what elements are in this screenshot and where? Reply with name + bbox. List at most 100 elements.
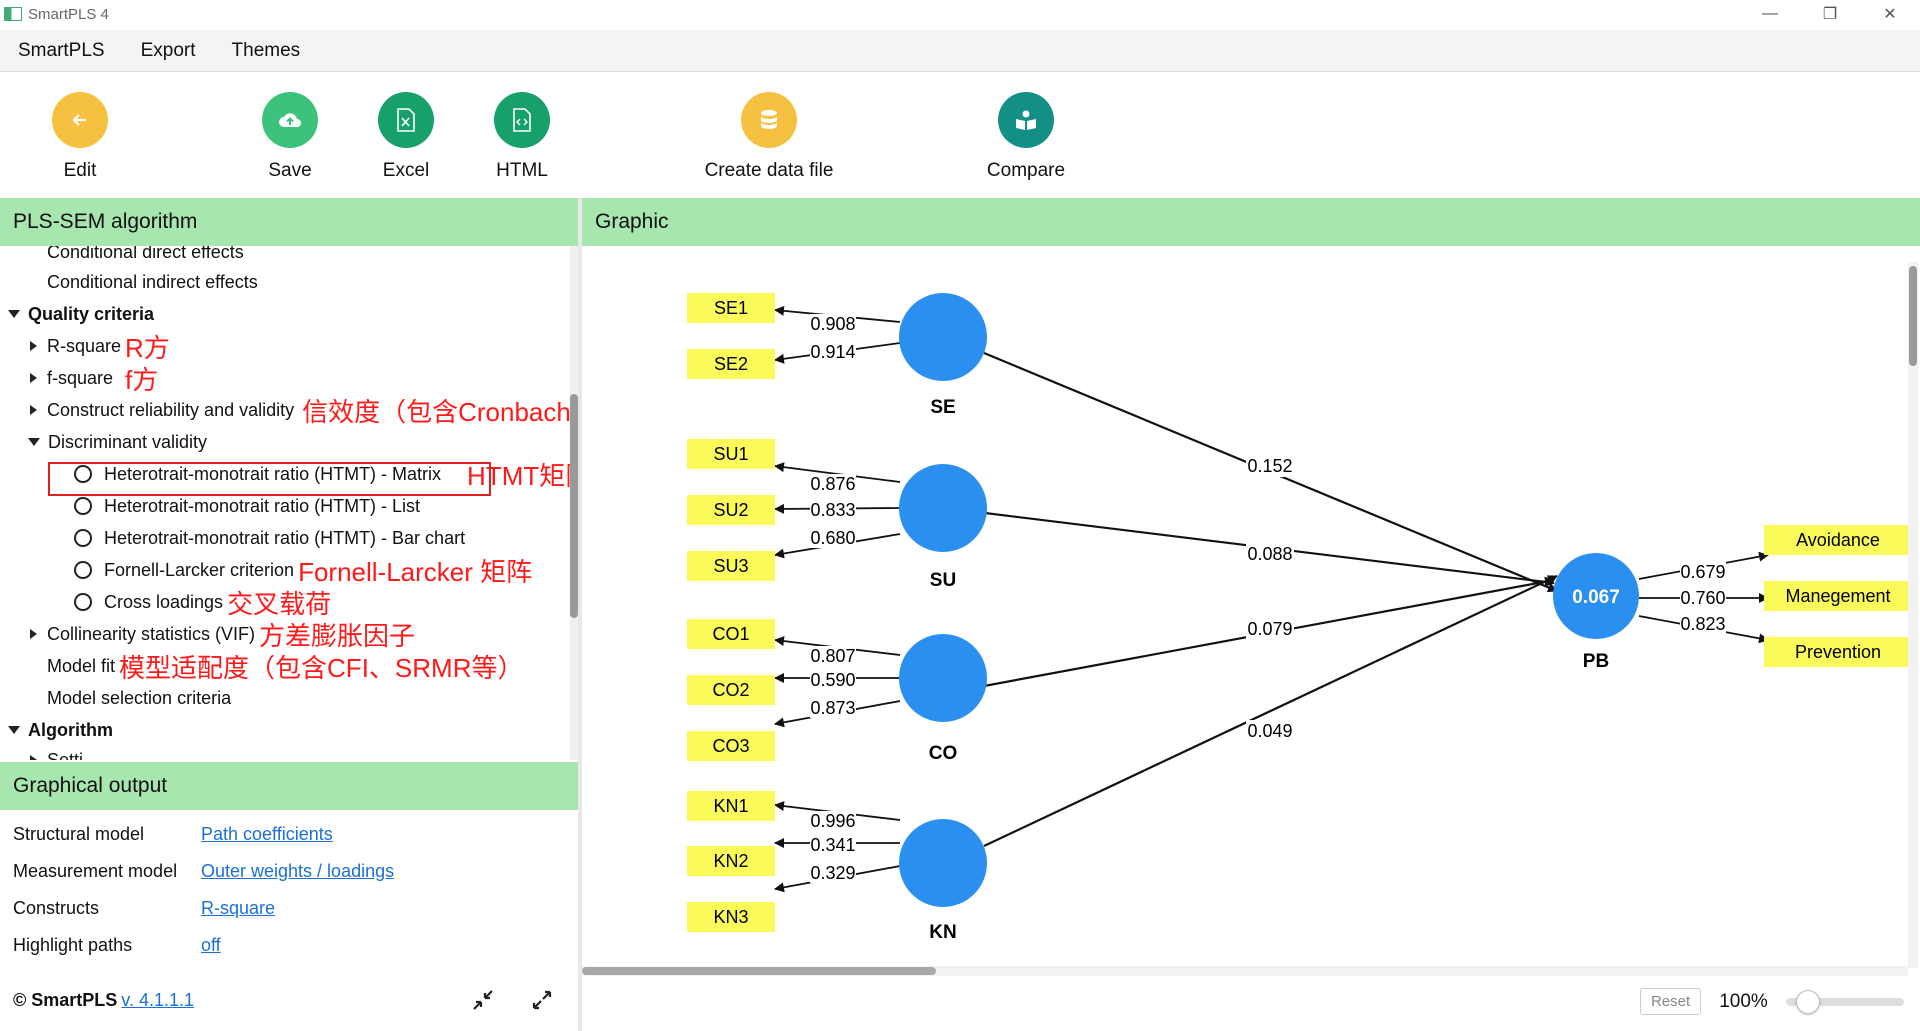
tree-label: f-square	[47, 367, 114, 388]
indicator-co2[interactable]	[687, 675, 775, 705]
indicator-su2[interactable]	[687, 495, 775, 525]
panel-divider[interactable]	[578, 198, 582, 1031]
graphical-output-header: Graphical output	[0, 762, 578, 810]
loading-kn1: 0.996	[810, 811, 855, 831]
construct-se[interactable]	[899, 293, 987, 381]
book-icon	[998, 92, 1054, 148]
outer-weights-link[interactable]: Outer weights / loadings	[201, 860, 395, 881]
zoom-controls: Reset 100%	[1640, 988, 1904, 1015]
indicator-manegement[interactable]	[1764, 581, 1908, 611]
menu-smartpls[interactable]: SmartPLS	[18, 39, 105, 61]
excel-button[interactable]: Excel	[326, 92, 486, 182]
tree-item-settings[interactable]: Setti...	[30, 746, 98, 760]
r-square-link[interactable]: R-square	[201, 897, 276, 918]
indicator-kn2[interactable]	[687, 846, 775, 876]
construct-su[interactable]	[899, 464, 987, 552]
footer: © SmartPLS v. 4.1.1.1	[13, 990, 194, 1011]
menu-bar: SmartPLS Export Themes	[0, 30, 1920, 72]
slider-knob[interactable]	[1795, 989, 1820, 1014]
indicator-se2[interactable]	[687, 349, 775, 379]
tree-item-discriminant-validity[interactable]: Discriminant validity	[28, 428, 207, 456]
version-link[interactable]: v. 4.1.1.1	[121, 990, 195, 1010]
save-button[interactable]: Save	[210, 92, 370, 182]
zoom-slider[interactable]	[1785, 989, 1904, 1014]
edit-label: Edit	[63, 160, 97, 181]
indicator-kn3[interactable]	[687, 902, 775, 932]
annotation-cross: 交叉载荷	[227, 588, 332, 619]
tree-item-htmt-bar-chart[interactable]: Heterotrait-monotrait ratio (HTMT) - Bar…	[74, 524, 465, 552]
close-button[interactable]: ✕	[1883, 6, 1897, 23]
indicator-su1[interactable]	[687, 439, 775, 469]
construct-pb[interactable]	[1553, 553, 1639, 639]
indicator-co3[interactable]	[687, 731, 775, 761]
chevron-down-icon	[8, 310, 20, 318]
minimize-button[interactable]: —	[1762, 5, 1778, 22]
expand-icon[interactable]	[530, 988, 554, 1018]
indicator-su3[interactable]	[687, 551, 775, 581]
indicator-prevention[interactable]	[1764, 637, 1908, 667]
tree-label: Conditional direct effects	[47, 246, 244, 262]
graphical-output-title: Graphical output	[13, 774, 168, 797]
loading-kn3: 0.329	[810, 863, 855, 883]
indicator-se1[interactable]	[687, 293, 775, 323]
reset-zoom-button[interactable]: Reset	[1640, 988, 1702, 1015]
tree-label: Discriminant validity	[48, 431, 208, 452]
path-label-su: 0.088	[1247, 544, 1292, 564]
collapse-icon[interactable]	[471, 988, 495, 1018]
construct-kn[interactable]	[899, 819, 987, 907]
construct-label-co: CO	[929, 743, 958, 764]
model-canvas[interactable]: 0.152 0.088 0.079 0.049 0.908 0.914	[582, 246, 1908, 968]
construct-co[interactable]	[899, 634, 987, 722]
indicator-kn1[interactable]	[687, 791, 775, 821]
tree-item-conditional-indirect[interactable]: Conditional indirect effects	[47, 268, 258, 296]
window-title: SmartPLS 4	[28, 5, 109, 23]
go-key: Measurement model	[13, 860, 178, 881]
menu-themes[interactable]: Themes	[231, 39, 301, 61]
loading-prevention: 0.823	[1680, 614, 1725, 634]
canvas-horizontal-scrollbar[interactable]	[582, 966, 1908, 976]
indicator-label: CO1	[712, 624, 749, 644]
tree-item-quality-criteria[interactable]: Quality criteria	[8, 300, 154, 328]
compare-label: Compare	[986, 160, 1066, 181]
indicator-label: SE2	[714, 354, 748, 374]
tree-item-conditional-direct[interactable]: Conditional direct effects	[47, 246, 244, 266]
loading-co2: 0.590	[810, 670, 855, 690]
scrollbar-thumb[interactable]	[570, 394, 578, 618]
model-diagram: 0.152 0.088 0.079 0.049 0.908 0.914	[687, 293, 1908, 943]
indicator-label: SU1	[713, 444, 748, 464]
chevron-right-icon	[30, 755, 37, 760]
edit-button[interactable]: Edit	[0, 92, 160, 182]
indicator-avoidance[interactable]	[1764, 525, 1908, 555]
tree-scrollbar[interactable]	[570, 246, 578, 760]
indicator-co1[interactable]	[687, 619, 775, 649]
annotation-model-fit: 模型适配度（包含CFI、SRMR等）	[119, 652, 524, 683]
excel-label: Excel	[382, 160, 430, 181]
scrollbar-thumb[interactable]	[582, 967, 936, 975]
create-data-file-button[interactable]: Create data file	[659, 92, 879, 182]
html-button[interactable]: HTML	[442, 92, 602, 182]
chevron-right-icon	[30, 373, 37, 383]
menu-export[interactable]: Export	[140, 39, 196, 61]
canvas-vertical-scrollbar[interactable]	[1908, 262, 1918, 968]
loading-se2: 0.914	[810, 342, 855, 362]
chevron-right-icon	[30, 405, 37, 415]
restore-button[interactable]: ❐	[1822, 6, 1838, 23]
highlight-paths-link[interactable]: off	[201, 934, 221, 955]
tree-item-collinearity[interactable]: Collinearity statistics (VIF)方差膨胀因子	[30, 620, 415, 651]
path-coefficients-link[interactable]: Path coefficients	[201, 823, 333, 844]
scrollbar-thumb[interactable]	[1909, 266, 1917, 366]
tree-item-htmt-matrix[interactable]: Heterotrait-monotrait ratio (HTMT) - Mat…	[74, 460, 570, 491]
compare-button[interactable]: Compare	[946, 92, 1106, 182]
annotation-vif: 方差膨胀因子	[259, 620, 416, 651]
tree-item-model-selection[interactable]: Model selection criteria	[47, 684, 231, 712]
tree-item-algorithm[interactable]: Algorithm	[8, 716, 113, 744]
code-file-icon	[494, 92, 550, 148]
radio-icon	[74, 529, 92, 547]
tree-item-htmt-list[interactable]: Heterotrait-monotrait ratio (HTMT) - Lis…	[74, 492, 420, 520]
